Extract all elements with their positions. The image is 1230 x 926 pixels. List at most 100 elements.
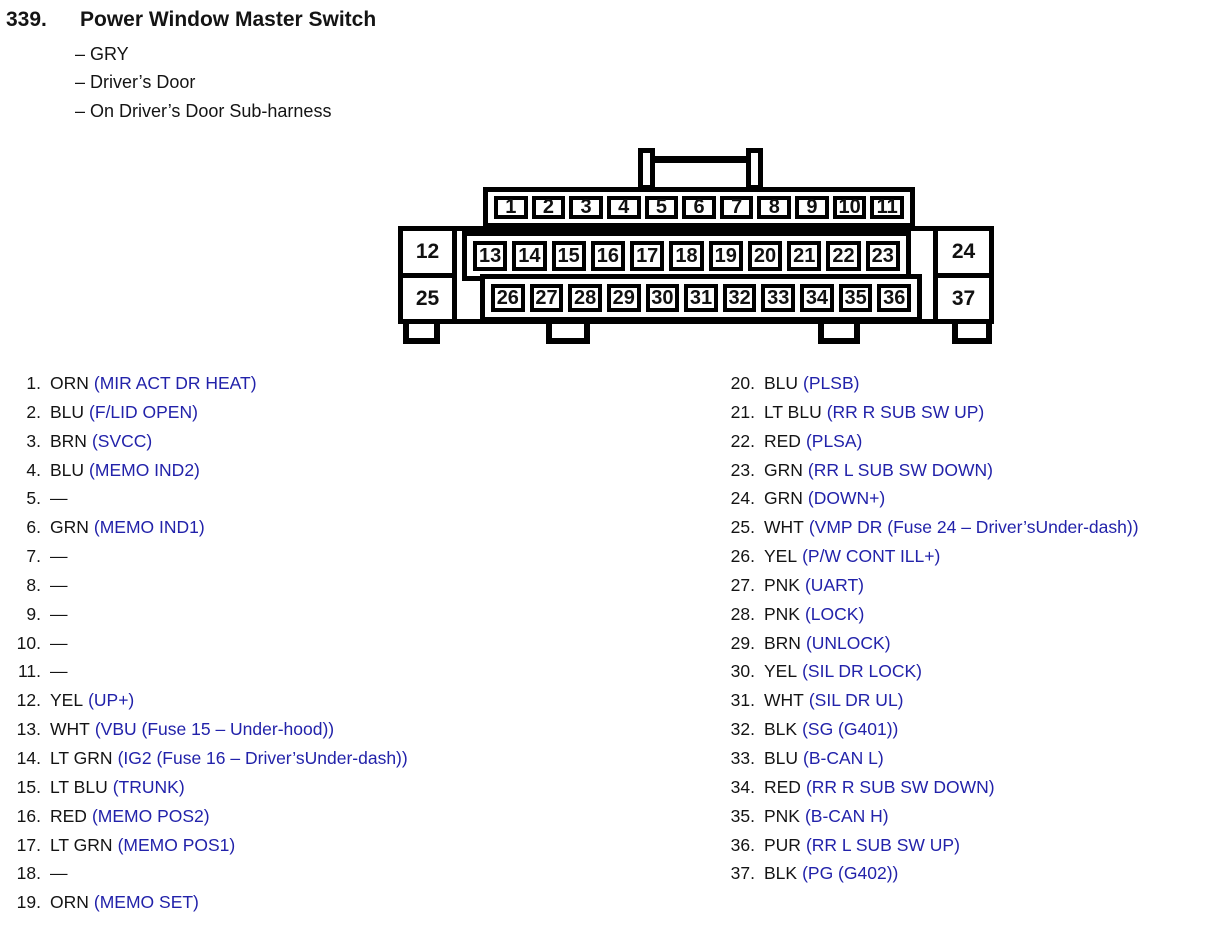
- signal-name: (UART): [804, 574, 864, 595]
- connector-pin-cell-1: 1: [494, 196, 528, 219]
- connector-pin-cell-23: 23: [865, 241, 900, 271]
- pin-list-right: 20.BLU(PLSB)21.LT BLU(RR R SUB SW UP)22.…: [718, 369, 1228, 888]
- wire-color: LT GRN: [50, 834, 113, 855]
- pin-entry-29: 29.BRN(UNLOCK): [718, 629, 1228, 658]
- wire-color: —: [50, 661, 68, 682]
- wire-color: ORN: [50, 892, 89, 913]
- pin-number: 20.: [730, 373, 755, 393]
- pin-entry-19: 19. ORN(MEMO SET): [4, 888, 704, 917]
- pin-entry-22: 22.RED(PLSA): [718, 427, 1228, 456]
- connector-pin-cell-31: 31: [684, 284, 718, 312]
- pin-number: 8.: [26, 574, 41, 595]
- connector-mount-tab: [952, 324, 992, 344]
- pin-entry-15: 15.LT BLU(TRUNK): [4, 773, 704, 802]
- pin-number: 14.: [16, 747, 41, 768]
- pin-entry-36: 36.PUR(RR L SUB SW UP): [718, 831, 1228, 860]
- wire-color: WHT: [764, 690, 804, 711]
- pin-entry-33: 33.BLU(B-CAN L): [718, 744, 1228, 773]
- pin-number: 36.: [730, 834, 755, 855]
- connector-pin-cell-18: 18: [669, 241, 704, 271]
- wire-color: GRN: [50, 517, 89, 538]
- pin-entry-7: 7.—: [4, 542, 704, 571]
- pin-number: 11.: [17, 661, 41, 682]
- connector-pin-cell-34: 34: [800, 284, 834, 312]
- wire-color: —: [50, 488, 68, 509]
- connector-pin-cell-37: 37: [933, 273, 994, 324]
- wire-color: PNK: [764, 574, 800, 595]
- connector-pin-cell-20: 20: [747, 241, 783, 271]
- pin-number: 12.: [16, 690, 41, 711]
- pin-number: 10.: [16, 632, 41, 653]
- wire-color: GRN: [764, 459, 803, 480]
- connector-pin-cell-17: 17: [630, 241, 665, 271]
- signal-name: (P/W CONT ILL+): [802, 546, 941, 567]
- connector-attribute: – Driver’s Door: [75, 72, 196, 93]
- connector-latch-bar: [652, 156, 751, 163]
- pin-number: 27.: [730, 574, 755, 595]
- signal-name: (RR R SUB SW UP): [826, 401, 985, 422]
- pin-number: 1.: [26, 373, 41, 393]
- wire-color: RED: [764, 776, 801, 797]
- wire-color: BLU: [764, 747, 799, 768]
- connector-pin-cell-19: 19: [708, 241, 743, 271]
- pin-entry-5: 5.—: [4, 484, 704, 513]
- pin-number: 35.: [730, 805, 755, 826]
- connector-pin-cell-14: 14: [512, 241, 547, 271]
- signal-name: (B-CAN L): [803, 747, 884, 768]
- pin-entry-16: 16.RED(MEMO POS2): [4, 802, 704, 831]
- pin-entry-3: 3.BRN(SVCC): [4, 427, 704, 456]
- pin-number: 31.: [730, 690, 755, 711]
- pin-entry-2: 2.BLU(F/LID OPEN): [4, 398, 704, 427]
- pin-entry-1: 1.ORN(MIR ACT DR HEAT): [4, 369, 704, 398]
- wire-color: —: [50, 863, 68, 884]
- wire-color: ORN: [50, 373, 89, 393]
- pin-entry-26: 26.YEL(P/W CONT ILL+): [718, 542, 1228, 571]
- signal-name: (UNLOCK): [805, 632, 891, 653]
- connector-pin-cell-4: 4: [606, 196, 641, 219]
- connector-latch-post-right: [746, 148, 763, 190]
- connector-pin-cell-24: 24: [933, 226, 994, 278]
- pin-entry-31: 31. WHT(SIL DR UL): [718, 686, 1228, 715]
- wire-color: BLU: [50, 401, 85, 422]
- pin-entry-37: 37.BLK(PG (G402)): [718, 859, 1228, 888]
- pin-entry-4: 4.BLU(MEMO IND2): [4, 456, 704, 485]
- signal-name: (RR R SUB SW DOWN): [805, 776, 995, 797]
- signal-name: (RR L SUB SW UP): [805, 834, 960, 855]
- wire-color: LT GRN: [50, 747, 113, 768]
- connector-pin-cell-21: 21: [787, 241, 822, 271]
- signal-name: (MEMO SET): [93, 892, 199, 913]
- wire-color: WHT: [50, 719, 90, 740]
- pin-number: 19.: [16, 892, 41, 913]
- signal-name: (UP+): [88, 690, 135, 711]
- signal-name: (MEMO IND1): [93, 517, 205, 538]
- connector-pin-cell-2: 2: [531, 196, 566, 219]
- pin-number: 13.: [16, 719, 41, 740]
- pin-number: 6.: [26, 517, 41, 538]
- pin-number: 34.: [730, 776, 755, 797]
- connector-pin-cell-33: 33: [761, 284, 796, 312]
- page-title: Power Window Master Switch: [80, 8, 377, 31]
- connector-mount-tab: [403, 324, 440, 344]
- wire-color: BLU: [50, 459, 85, 480]
- pin-entry-24: 24.GRN(DOWN+): [718, 484, 1228, 513]
- signal-name: (PLSB): [803, 373, 860, 393]
- pin-number: 18.: [16, 863, 41, 884]
- wire-color: BLK: [764, 863, 798, 884]
- pin-entry-35: 35.PNK(B-CAN H): [718, 802, 1228, 831]
- pin-number: 15.: [16, 776, 41, 797]
- wire-color: YEL: [764, 661, 798, 682]
- pin-entry-14: 14.LT GRN(IG2 (Fuse 16 – Driver’sUnder-d…: [4, 744, 704, 773]
- connector-pin-cell-35: 35: [838, 284, 873, 312]
- connector-attribute: – GRY: [75, 44, 129, 64]
- pin-number: 16.: [16, 805, 41, 826]
- pin-entry-34: 34. RED(RR R SUB SW DOWN): [718, 773, 1228, 802]
- connector-attribute: – On Driver’s Door Sub-harness: [75, 100, 332, 121]
- signal-name: (RR L SUB SW DOWN): [807, 459, 993, 480]
- wire-color: PNK: [764, 603, 800, 624]
- signal-name: (SIL DR UL): [808, 690, 904, 711]
- connector-pin-cell-30: 30: [645, 284, 680, 312]
- connector-pin-cell-13: 13: [473, 241, 508, 271]
